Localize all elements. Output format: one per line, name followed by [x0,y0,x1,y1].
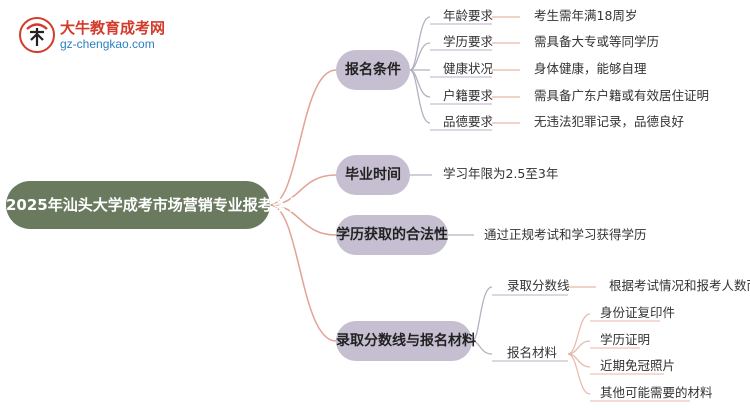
condition-value: 无违法犯罪记录，品德良好 [534,114,685,129]
condition-label: 户籍要求 [443,88,494,103]
material-item: 学历证明 [600,332,651,347]
condition-label: 健康状况 [443,61,494,76]
branch-graduation-time: 毕业时间 [336,155,410,195]
link-materials-2 [567,340,591,355]
condition-value: 考生需年满18周岁 [534,8,638,23]
condition-label: 学历要求 [443,34,494,49]
link-root-to-branch-2 [269,174,337,206]
material-item: 身份证复印件 [600,305,676,320]
logo-url: gz-chengkao.com [60,37,155,51]
link-b4-c2 [471,340,493,355]
condition-value: 需具备广东户籍或有效居住证明 [534,88,710,103]
graduation-time-value: 学习年限为2.5至3年 [443,166,559,181]
condition-label: 年龄要求 [443,8,494,23]
link-b1-c2 [409,42,431,71]
root-topic: 2025年汕头大学成考市场营销专业报考条件 [6,181,303,229]
branch-registration-conditions: 报名条件 [336,50,410,90]
logo-name: 大牛教育成考网 [60,19,166,37]
branch-admission-and-materials: 录取分数线与报名材料 [336,321,476,361]
admission-score-label: 录取分数线 [507,278,570,293]
link-materials-4 [567,353,591,395]
link-b1-c5 [409,69,431,124]
link-root-to-branch-1 [269,69,337,206]
condition-value: 需具备大专或等同学历 [534,34,660,49]
condition-value: 身体健康，能够自理 [534,61,647,76]
material-item: 其他可能需要的材料 [600,385,713,400]
site-logo: 大牛教育成考网 gz-chengkao.com [18,16,218,56]
materials-label: 报名材料 [507,345,558,360]
link-root-to-branch-4 [269,204,337,342]
bull-logo-icon [19,17,55,53]
link-b4-c1 [471,286,493,342]
link-root-to-branch-3 [269,204,337,236]
link-materials-1 [567,313,591,355]
degree-legitimacy-value: 通过正规考试和学习获得学历 [484,227,647,242]
condition-label: 品德要求 [443,114,494,129]
material-item: 近期免冠照片 [600,358,676,373]
branch-degree-legitimacy: 学历获取的合法性 [336,215,448,255]
admission-score-value: 根据考试情况和报考人数而定 [609,278,750,293]
